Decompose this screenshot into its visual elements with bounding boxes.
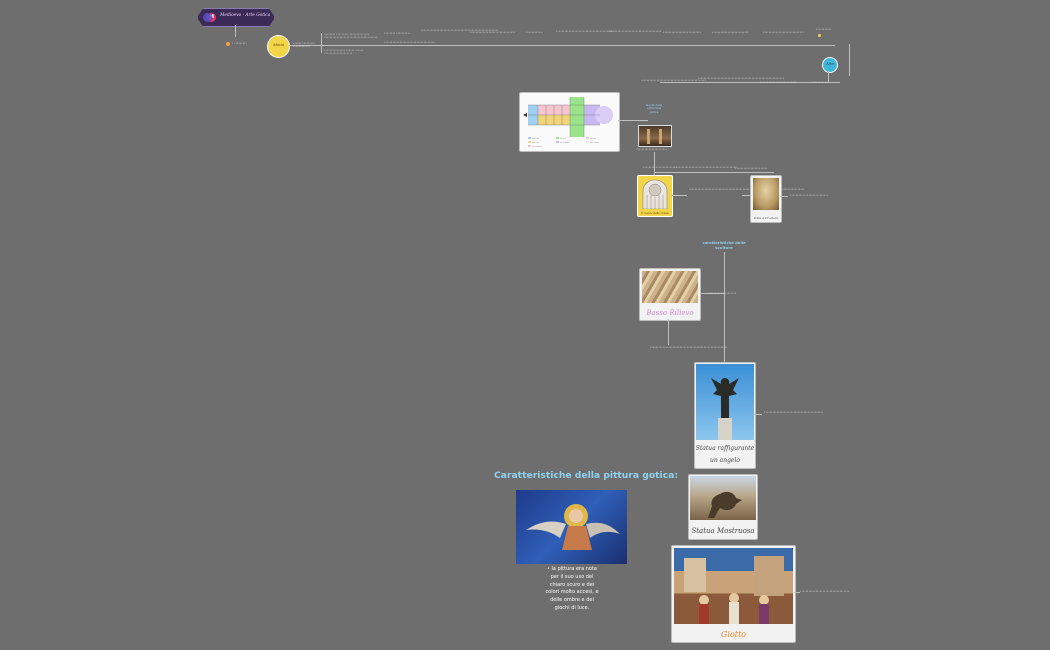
chain-text: •••••••• ••••••••••: [384, 32, 411, 35]
painting-description: • la pittura era nota per il suo uso del…: [545, 566, 599, 611]
small-node: [226, 42, 230, 46]
svg-text:••••••••: ••••••••: [590, 142, 599, 144]
chain-text: ••••••••••••: [526, 31, 543, 34]
connector: [849, 44, 850, 76]
mostro-card[interactable]: Statua Mostruosa: [688, 474, 758, 540]
chain-text: ••••••••••••••••••••••••••••••••: [470, 31, 516, 34]
small-yellow-node: [818, 34, 821, 37]
mostro-image: [690, 476, 756, 520]
branch-text: ••••••••••••••••••••••••: [643, 166, 677, 169]
chain-text: ••••••••••••••• •••••• •••••• ••••••••••…: [324, 49, 364, 55]
giotto-card[interactable]: Giotto: [671, 545, 796, 643]
chain-text: ••••••••••••••••••••••••••••••••••••••••…: [556, 30, 614, 33]
connector: [699, 293, 724, 294]
interior-text: ••••••••••••••••••••••: [636, 148, 668, 151]
connector: [671, 195, 687, 196]
svg-text:•••••••••: •••••••••: [532, 146, 543, 148]
arte-label: Arte: [826, 62, 834, 66]
svg-text:••••••: ••••••: [532, 142, 539, 144]
angelo-text: ••••••••••••••••••••••••••••••••••••••••…: [764, 411, 824, 414]
storia-label: Storia: [273, 43, 284, 47]
floorplan-svg: •••••• •••••• ••••••••• ••••• •••••••• •…: [523, 97, 613, 148]
header-pill[interactable]: M Medioevo - Arte Gotica: [197, 8, 275, 27]
gargoyle-icon: [708, 491, 742, 518]
bassorilievo-desc: ••••••••••••••••••••••••••••••••••••••••…: [650, 346, 728, 349]
cathedral-floorplan-image[interactable]: •••••• •••••• ••••••••• ••••• •••••••• •…: [519, 92, 620, 152]
chain-text: •••••••• ••••••••• •••••••••••••• ••••••…: [324, 33, 378, 39]
chain-text: •••••••••••••••••••••••••••••••••••••: [609, 30, 662, 33]
svg-text:•••••: •••••: [560, 138, 566, 140]
chain-text: ••••••••••••••••••••••••••••••••••••••••…: [421, 29, 499, 32]
chain-text: •••••••••••: [816, 28, 832, 31]
main-chain-line: [289, 45, 835, 46]
painting-title: Caratteristiche della pittura gotica:: [494, 470, 679, 481]
bassorilievo-text: ••••••••••••••••••••: [708, 292, 737, 295]
arte-text: ••••••••••••••••••••••••••••••••••••••••…: [698, 77, 785, 80]
branch-text: ••••••••••••••••••••••••••••••••••••••••…: [676, 166, 737, 169]
rosone-card[interactable]: Il rosone delle chiese: [637, 175, 673, 217]
connector: [794, 592, 800, 593]
floorplan-label: pianta della cattedrale gotica: [645, 103, 663, 114]
bassorilievo-image: [642, 271, 698, 303]
connector: [668, 319, 669, 345]
chain-text: •••••••••••••••••••••••••••••: [763, 31, 804, 34]
svg-text:•••••: •••••: [590, 138, 596, 140]
storia-node[interactable]: Storia: [267, 35, 290, 58]
bassorilievo-card[interactable]: Basso Rilievo: [639, 268, 701, 321]
sculpture-spine: [724, 252, 725, 364]
header-badge-secondary: [203, 13, 212, 22]
arte-text: ••••••••••••••••••••••••••••••••••••••••…: [641, 79, 706, 82]
connector: [321, 33, 322, 53]
chain-text: •••••••••••••••••••••••••••: [663, 31, 702, 34]
connector: [742, 195, 750, 196]
arte-text: ••••••••••••••••••••••••••: [760, 81, 797, 84]
giotto-fresco-image: [674, 548, 793, 624]
giotto-text: •••••••••••••••••••••••••••••••••••: [800, 590, 850, 593]
rosone-text: ••••••••••••••••••••••••••••••••••••••••…: [689, 188, 805, 191]
angelo-caption-2: un angelo: [710, 457, 740, 464]
svg-text:••••••: ••••••: [532, 138, 539, 140]
bassorilievo-caption: Basso Rilievo: [646, 309, 694, 317]
volte-image: [753, 178, 779, 210]
cathedral-interior-image[interactable]: [638, 125, 672, 147]
volte-text: •••••••••••••••••••••••••••: [790, 194, 829, 197]
angelo-image: [696, 364, 754, 440]
angelo-caption-1: Statua raffigurante: [695, 445, 755, 452]
connector: [828, 71, 829, 82]
small-node-text: • •••••••••: [232, 42, 247, 45]
chain-text: •••••• ••••••••• ••••••••••••: [293, 42, 315, 48]
arte-branch-line: [660, 82, 840, 83]
rosone-window-icon: [642, 179, 668, 209]
svg-text:••••••••: ••••••••: [560, 142, 569, 144]
arte-node[interactable]: Arte: [822, 57, 838, 73]
angel-statue-icon: [711, 378, 739, 440]
volte-caption: Volte a Crociera: [753, 216, 779, 220]
painting-angel-image[interactable]: [516, 490, 627, 564]
arte-text: ••••••••••: [812, 81, 827, 84]
connector: [618, 120, 648, 121]
angel-fresco-icon: [526, 504, 620, 550]
volte-card[interactable]: Volte a Crociera: [750, 175, 782, 223]
connector: [654, 152, 655, 176]
fresco-figures-icon: [684, 556, 784, 624]
connector: [654, 172, 774, 173]
rosone-caption: Il rosone delle chiese: [641, 212, 669, 215]
connector: [780, 196, 788, 197]
sculpture-title: caratteristiche delle sculture: [702, 240, 746, 250]
giotto-caption: Giotto: [720, 630, 746, 639]
chain-text: ••••••••••••••••••••••••••••••••••••: [384, 41, 435, 44]
angelo-card[interactable]: Statua raffigurante un angelo: [694, 362, 756, 469]
mostro-caption: Statua Mostruosa: [691, 527, 755, 535]
connector: [235, 25, 236, 37]
app-title: Medioevo - Arte Gotica: [220, 13, 271, 18]
chain-text: ••••••••••••••••••••••••••: [712, 31, 749, 34]
connector: [754, 414, 762, 415]
branch-text: •••••••••••••••••••••••: [735, 167, 768, 170]
